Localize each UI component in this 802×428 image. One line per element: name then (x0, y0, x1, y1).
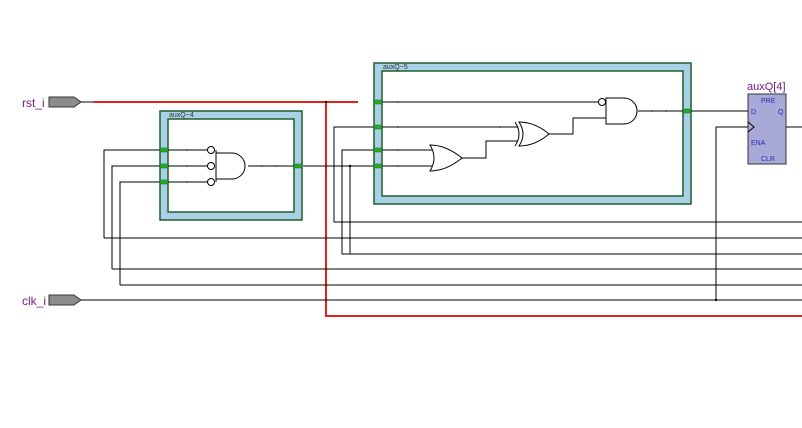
clk-pin-shape (48, 294, 82, 306)
reset-net (94, 101, 802, 317)
rst-input-pin[interactable]: rst_i (22, 96, 94, 110)
rst-input-label: rst_i (22, 96, 45, 110)
clk-input-label: clk_i (22, 294, 46, 308)
logic-block-a[interactable]: auxQ~4 (159, 110, 303, 221)
or-gate (429, 144, 463, 172)
rst-pin-shape (48, 96, 82, 108)
clk-input-pin[interactable]: clk_i (22, 294, 94, 308)
block-b-label: auxQ~5 (383, 64, 408, 71)
clock-net (94, 126, 802, 301)
feedback-wires (103, 126, 802, 286)
register-q-label: Q (778, 109, 784, 116)
register-clr-label: CLR (761, 156, 775, 163)
clock-triangle-icon (747, 121, 755, 133)
register-d-label: D (751, 109, 756, 116)
register-ena-label: ENA (751, 140, 766, 147)
logic-block-b[interactable]: auxQ~5 (373, 62, 692, 205)
block-a-label: auxQ~4 (169, 112, 194, 119)
register-pre-label: PRE (761, 98, 776, 105)
register-auxq4[interactable]: auxQ[4] PRE D Q ENA CLR (747, 81, 787, 165)
xor-gate (514, 121, 550, 147)
and-gate-b (598, 97, 638, 125)
and-gate-a (207, 146, 246, 186)
junctions (324, 100, 718, 302)
register-title: auxQ[4] (747, 81, 786, 93)
